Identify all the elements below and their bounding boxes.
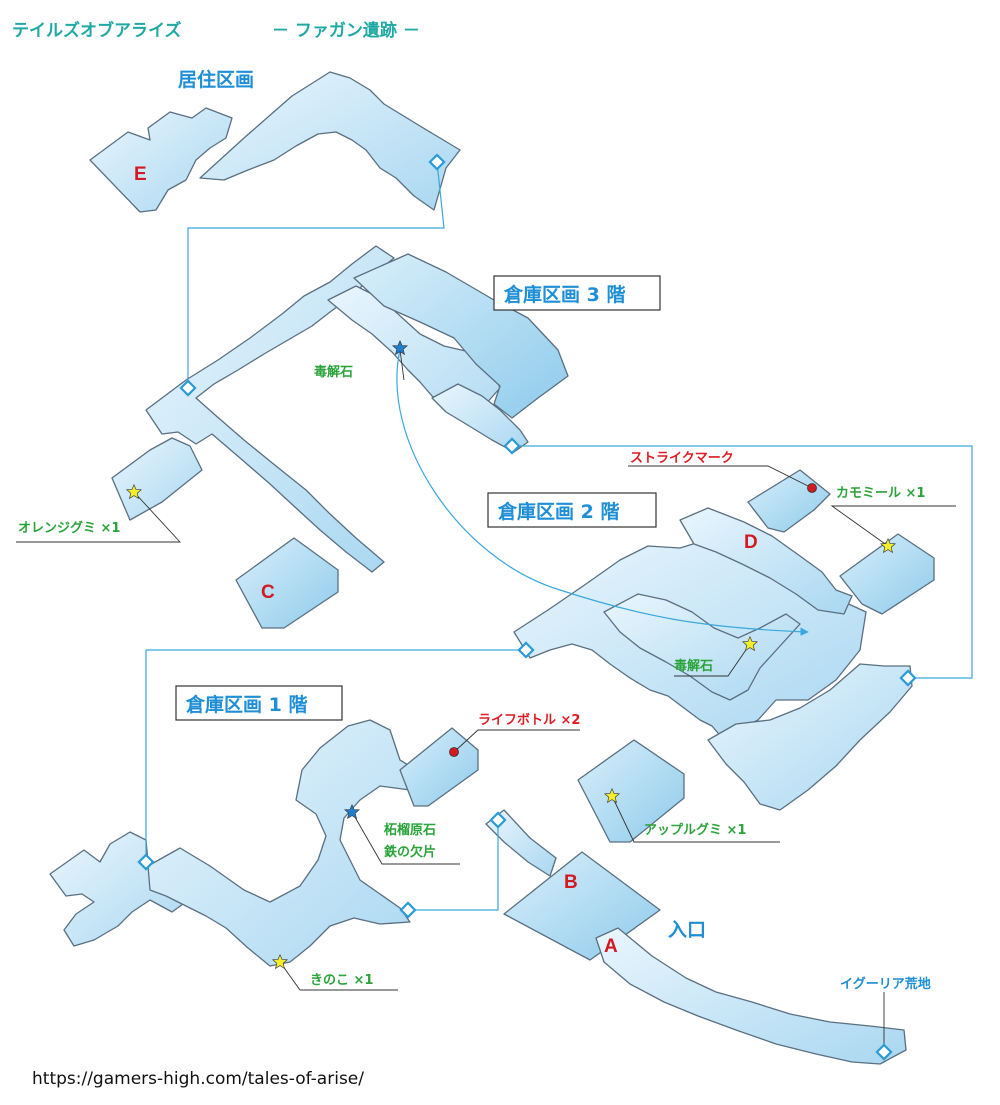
marker-label-a: A: [604, 936, 618, 957]
door-marker-1f-b[interactable]: [489, 811, 507, 829]
residential-room-e: [89, 107, 233, 213]
exit-label-iguria: イグーリア荒地: [840, 976, 931, 992]
connector-lines: [145, 161, 973, 911]
door-marker-3f-east[interactable]: [503, 437, 521, 455]
door-marker-3f-west[interactable]: [179, 379, 197, 397]
warehouse-2f-inner-room: [603, 593, 801, 701]
warehouse-1f-central-hall: [147, 719, 427, 967]
area-label-residential: 居住区画: [178, 68, 254, 91]
marker-label-b: B: [564, 872, 578, 893]
area-label-entrance: 入口: [668, 919, 706, 941]
warehouse-1f-b-corridor: [485, 809, 557, 877]
warehouse-3f-label-box: [493, 275, 661, 311]
area-label-warehouse-1f: 倉庫区画 1 階: [185, 693, 307, 716]
warehouse-2f-area: [513, 469, 935, 843]
area-label-warehouse-3f: 倉庫区画 3 階: [503, 283, 625, 306]
page-title: テイルズオブアライズ: [12, 20, 182, 41]
warehouse-1f-west-wing: [49, 831, 195, 947]
labels: テイルズオブアライズ － ファガン遺跡 － 居住区画 倉庫区画 3 階 倉庫区画…: [12, 20, 931, 1089]
item-label-doku-3f: 毒解石: [314, 364, 353, 380]
warehouse-3f-left-room: [111, 437, 203, 521]
door-markers: [137, 153, 917, 1061]
door-marker-2f-west[interactable]: [517, 641, 535, 659]
marker-label-e: E: [134, 164, 147, 185]
red-dot-icon[interactable]: [807, 483, 817, 493]
item-label-ore: 柘榴原石: [383, 822, 436, 838]
warehouse-1f-area: [49, 719, 907, 1065]
warehouse-3f-room-c: [235, 537, 339, 629]
warehouse-2f-corridor-d: [679, 507, 853, 615]
door-marker-1f-hall[interactable]: [399, 901, 417, 919]
marker-label-c: C: [261, 582, 275, 603]
door-marker-residential[interactable]: [428, 153, 446, 171]
warehouse-1f-lifebottle-room: [399, 727, 479, 807]
warehouse-3f-storage-room: [353, 253, 569, 419]
door-marker-1f-west[interactable]: [137, 853, 155, 871]
residential-corridor: [199, 71, 461, 211]
red-dot-icon[interactable]: [449, 747, 459, 757]
source-url: https://gamers-high.com/tales-of-arise/: [32, 1069, 364, 1089]
item-label-strike-mark: ストライクマーク: [630, 451, 734, 466]
warehouse-2f-east-corridor: [707, 663, 913, 811]
item-label-mushroom: きのこ ×1: [310, 973, 373, 988]
warehouse-2f-label-box: [487, 492, 657, 528]
warehouse-2f-apple-room: [577, 739, 685, 843]
item-label-camomile: カモミール ×1: [836, 486, 925, 501]
warehouse-3f-lower-hall: [431, 383, 529, 453]
door-marker-entrance[interactable]: [875, 1043, 893, 1061]
item-label-orange-gummy: オレンジグミ ×1: [18, 520, 120, 536]
leader-lines: [16, 349, 956, 1052]
door-marker-2f-east[interactable]: [899, 669, 917, 687]
warehouse-2f-strikemark-room: [747, 469, 831, 533]
warehouse-2f-camomile-room: [839, 533, 935, 615]
warehouse-1f-label-box: [175, 685, 343, 721]
residential-area: [89, 71, 461, 213]
entrance-long-corridor: [595, 927, 907, 1065]
item-label-apple-gummy: アップルグミ ×1: [644, 822, 746, 838]
treasure-markers: [126, 340, 896, 969]
item-label-doku-2f: 毒解石: [674, 658, 713, 674]
page-subtitle: － ファガン遺跡 －: [272, 20, 420, 41]
item-label-iron: 鉄の欠片: [384, 844, 436, 860]
marker-label-d: D: [744, 532, 758, 553]
item-label-life-bottle: ライフボトル ×2: [478, 712, 580, 728]
area-label-warehouse-2f: 倉庫区画 2 階: [497, 500, 619, 523]
warehouse-3f-area: [111, 245, 569, 629]
